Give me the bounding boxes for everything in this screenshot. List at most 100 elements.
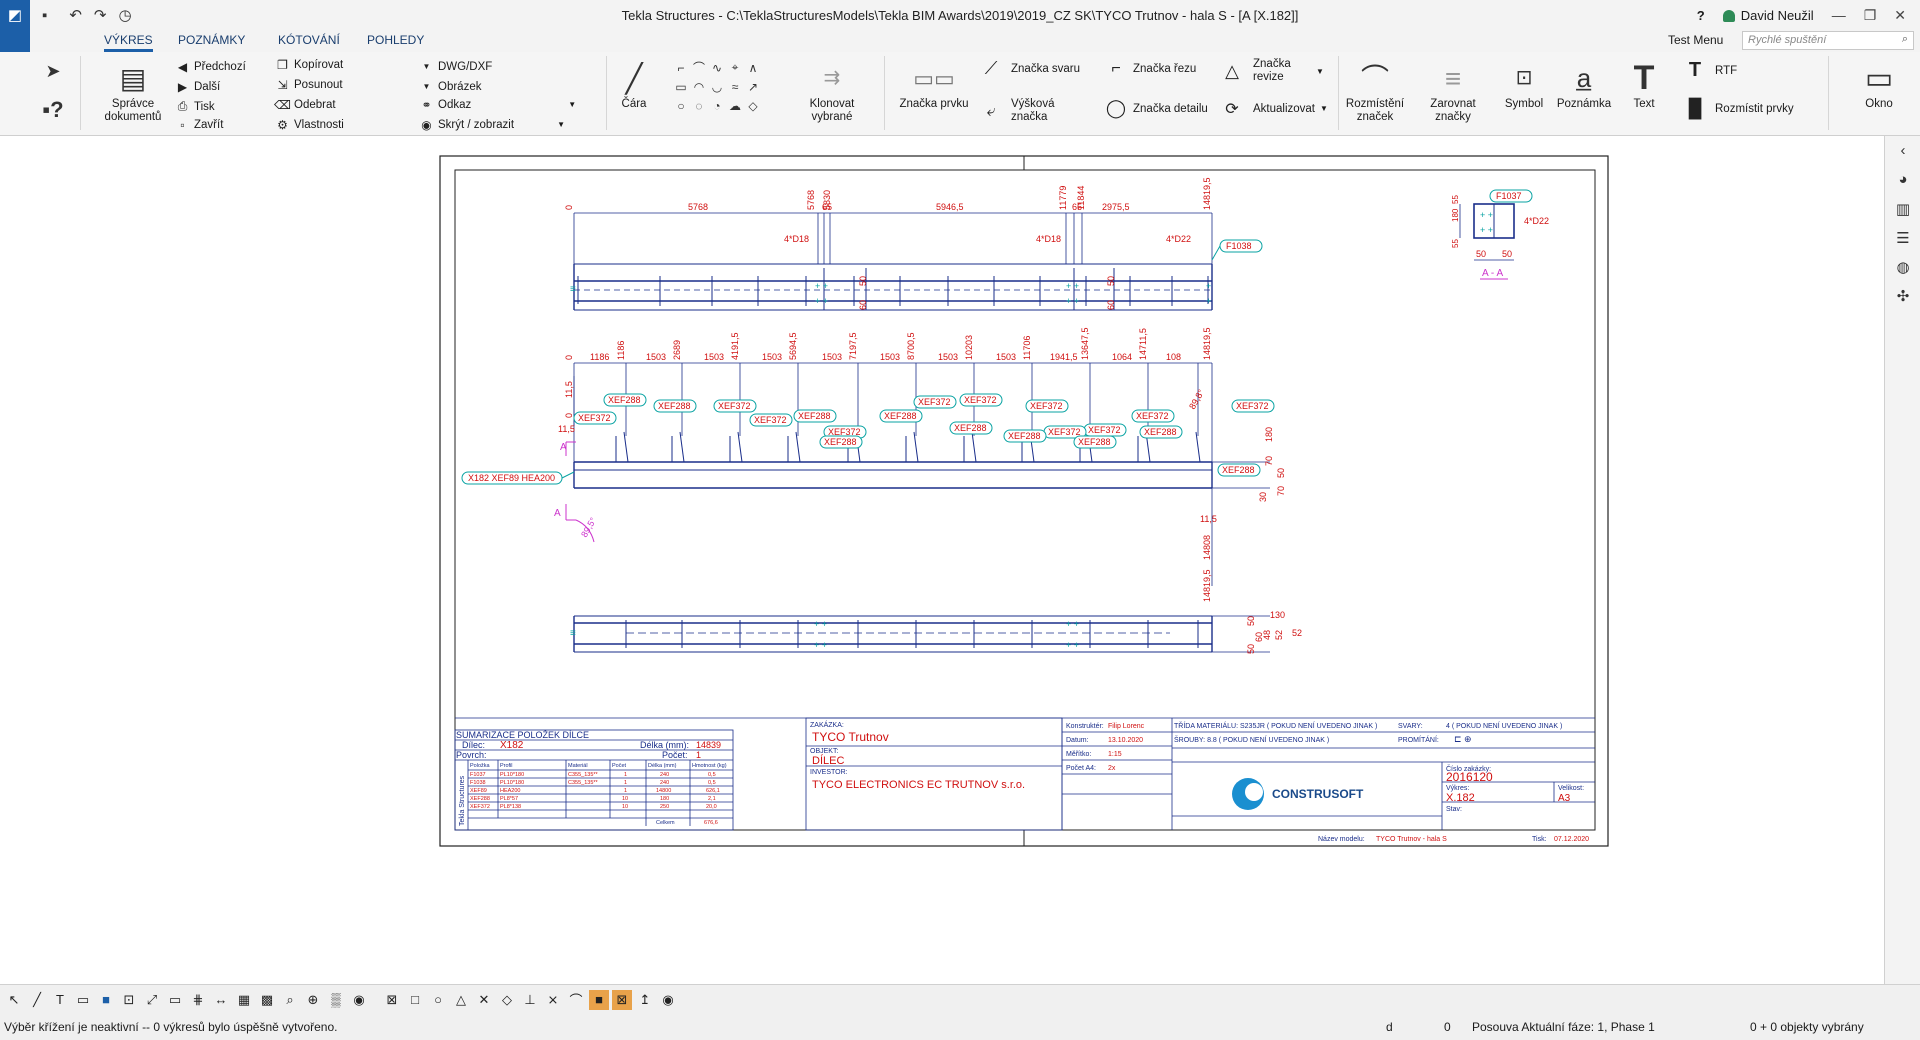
select-mark-icon[interactable]: ▭ (76, 991, 90, 1007)
catalog-icon[interactable]: ▥ (1895, 200, 1911, 218)
snap-diamond-icon[interactable]: ◇ (502, 991, 512, 1007)
circle2-icon[interactable]: ◌ (695, 98, 703, 113)
window-button[interactable]: ▭ Okno (1846, 58, 1912, 111)
select-frame-icon[interactable]: ⊡ (123, 991, 135, 1007)
wave-icon[interactable]: ≈ (731, 79, 739, 94)
cloud-icon[interactable]: ☁ (729, 98, 741, 113)
hide-show-button[interactable]: ◉Skrýt / zobrazit▼ (420, 118, 565, 132)
restore-button[interactable]: ❐ (1863, 6, 1877, 23)
list-icon[interactable]: ☰ (1896, 229, 1910, 247)
snap-perpendicular-icon[interactable]: ⊥ (524, 991, 536, 1007)
close-button[interactable]: ✕ (1894, 6, 1906, 23)
history-icon[interactable]: ◷ (118, 7, 132, 24)
arc2-icon[interactable]: ◠ (693, 79, 705, 94)
select-weld-icon[interactable]: ⤢ (146, 991, 158, 1007)
remove-button[interactable]: ⌫Odebrat (274, 98, 336, 112)
select-symbol-icon[interactable]: ⊕ (307, 991, 319, 1007)
save-icon[interactable]: ▪ (42, 6, 48, 24)
level-mark-button[interactable]: ⤶Výšková značka (976, 98, 1061, 124)
close-drawing-button[interactable]: ▫Zavřít (176, 118, 223, 132)
symbol-button[interactable]: ⊡ Symbol (1500, 58, 1548, 111)
previous-button[interactable]: ◀Předchozí (176, 60, 246, 74)
section-mark-button[interactable]: ⌐Značka řezu (1104, 60, 1196, 77)
minimize-button[interactable]: — (1831, 7, 1846, 23)
spline-icon[interactable]: ∿ (711, 60, 723, 75)
snap-intersection-icon[interactable]: ⨯ (547, 991, 559, 1007)
user-account[interactable]: David Neužil (1722, 8, 1814, 23)
components-icon[interactable]: ✣ (1896, 287, 1910, 305)
snap-active-box-icon[interactable]: ⊠ (612, 989, 632, 1010)
paint-icon[interactable]: ◕ (1898, 171, 1908, 188)
quick-search-input[interactable]: Rychlé spuštění ⌕ (1742, 31, 1914, 50)
select-hatch-icon[interactable]: ▩ (260, 991, 274, 1007)
document-manager-button[interactable]: ▤ Správce dokumentů (96, 58, 170, 124)
select-text-icon[interactable]: T (56, 992, 64, 1007)
dwg-dxf-button[interactable]: ▼DWG/DXF (420, 60, 493, 73)
snap-square-icon[interactable]: □ (411, 992, 419, 1007)
snap-triangle-icon[interactable]: △ (456, 991, 466, 1007)
print-button[interactable]: ⎙Tisk (176, 99, 215, 113)
angle-icon[interactable]: ∧ (748, 60, 758, 75)
snap-x-icon[interactable]: ✕ (478, 991, 490, 1007)
circle-icon[interactable]: ○ (677, 98, 685, 113)
pie-icon[interactable]: ◔ (713, 98, 721, 113)
dropdown-arrow-icon[interactable]: ▼ (568, 100, 577, 109)
arc3-icon[interactable]: ◡ (711, 79, 723, 94)
test-menu[interactable]: Test Menu (1668, 33, 1724, 47)
drawing-canvas[interactable]: + ++ + + ++ + ++ ≡ 0 5768 5768 65 5830 5… (0, 136, 1884, 984)
update-button[interactable]: ⟳Aktualizovat▼ (1216, 101, 1328, 118)
fill-icon[interactable]: ◇ (748, 98, 758, 113)
arc-icon[interactable]: ⌒ (692, 61, 705, 75)
point-icon[interactable]: ⌖ (731, 60, 739, 74)
status-d[interactable]: d (1386, 1020, 1393, 1034)
copy-button[interactable]: ❐Kopírovat (276, 58, 343, 72)
dropdown-arrow-icon[interactable]: ▼ (1316, 66, 1324, 76)
snap-eye-icon[interactable]: ◉ (662, 991, 674, 1007)
link-button[interactable]: ⚭Odkaz▼ (420, 98, 577, 112)
select-line-icon[interactable]: ╱ (33, 991, 41, 1007)
redo-icon[interactable]: ↷ (93, 7, 107, 24)
help-icon[interactable]: ? (1696, 7, 1705, 23)
tab-vykres[interactable]: VÝKRES (104, 33, 153, 52)
dropdown-arrow-icon[interactable]: ▼ (557, 120, 565, 129)
tab-kotovani[interactable]: KÓTOVÁNÍ (278, 33, 340, 47)
text-button[interactable]: T Text (1620, 58, 1668, 111)
image-button[interactable]: ▼Obrázek (420, 80, 482, 93)
polyline-icon[interactable]: ⌐ (677, 60, 685, 75)
select-grid-icon[interactable]: ⋕ (192, 991, 204, 1007)
rectangle-icon[interactable]: ▭ (675, 79, 687, 94)
revision-mark-button[interactable]: △Značka revize▼ (1216, 58, 1324, 84)
select-zoom-icon[interactable]: ⌕ (286, 991, 294, 1007)
line-button[interactable]: ╱ Čára (614, 58, 654, 111)
part-mark-button[interactable]: ▭▭ Značka prvku (896, 58, 972, 111)
snap-active-square-icon[interactable]: ■ (589, 989, 609, 1010)
select-fill-icon[interactable]: ■ (102, 992, 110, 1007)
mark-placement-button[interactable]: ⌒ Rozmístění značek (1342, 58, 1408, 124)
select-help-button[interactable]: ▪? (34, 96, 72, 122)
clone-selected-button[interactable]: ⇉ Klonovat vybrané (800, 58, 864, 124)
select-tool-button[interactable]: ➤ (34, 60, 72, 82)
dropdown-arrow-icon[interactable]: ▼ (1320, 104, 1328, 113)
snap-circle-icon[interactable]: ○ (434, 992, 442, 1007)
tekla-logo-icon[interactable]: ◩ (0, 0, 30, 30)
collapse-chevron-icon[interactable]: ‹ (1900, 142, 1906, 159)
select-eye-icon[interactable]: ◉ (353, 991, 365, 1007)
arrange-parts-button[interactable]: ▐▌Rozmístit prvky (1680, 98, 1793, 118)
select-view-icon[interactable]: ▭ (168, 991, 182, 1007)
select-arrow-icon[interactable]: ↖ (8, 991, 20, 1007)
tab-pohledy[interactable]: POHLEDY (367, 33, 425, 47)
tab-poznamky[interactable]: POZNÁMKY (178, 33, 246, 47)
select-pattern-icon[interactable]: ▒ (331, 992, 341, 1007)
search-icon[interactable]: ⌕ (1901, 33, 1908, 45)
note-button[interactable]: a̲ Poznámka (1554, 58, 1614, 111)
detail-mark-button[interactable]: ◯Značka detailu (1104, 98, 1208, 118)
move-button[interactable]: ⇲Posunout (276, 78, 342, 92)
select-table-icon[interactable]: ▦ (237, 991, 251, 1007)
weld-mark-button[interactable]: ⟋Značka svaru (976, 58, 1080, 78)
snap-cross-icon[interactable]: ⊠ (386, 991, 398, 1007)
select-dimension-icon[interactable]: ↔ (214, 992, 228, 1007)
status-phase[interactable]: Posouva Aktuální fáze: 1, Phase 1 (1472, 1020, 1655, 1034)
snap-arc-icon[interactable]: ⌒ (569, 993, 583, 1008)
globe-icon[interactable]: ◍ (1896, 258, 1910, 276)
properties-button[interactable]: ⚙Vlastnosti (276, 118, 344, 132)
